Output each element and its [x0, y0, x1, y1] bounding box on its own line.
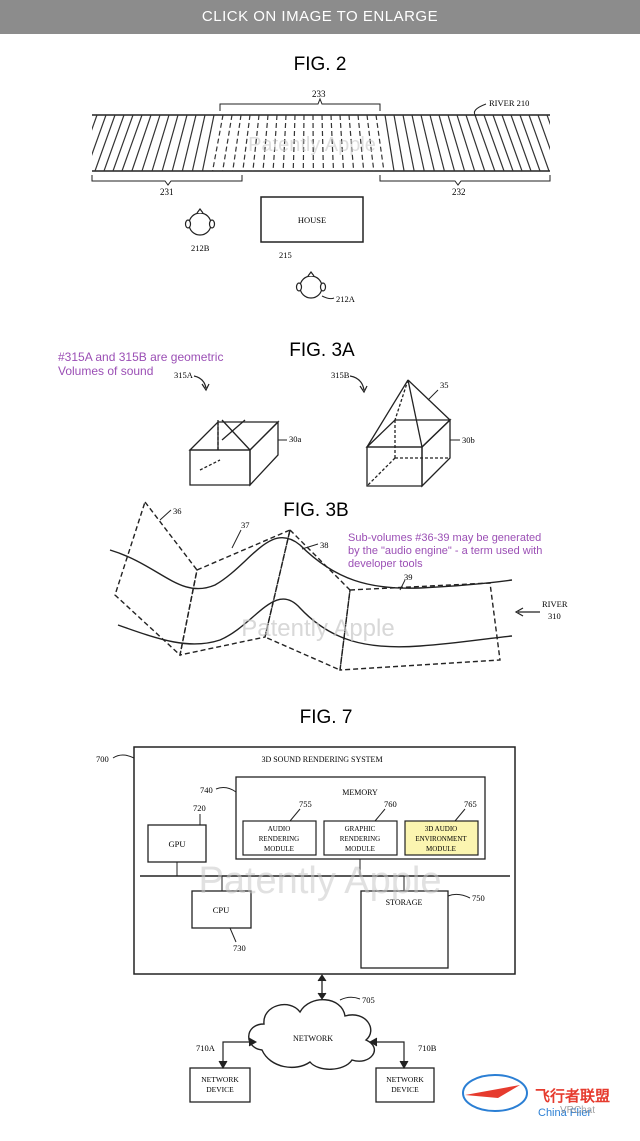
enlarge-text: CLICK ON IMAGE TO ENLARGE [201, 8, 439, 25]
storage-label: STORAGE [386, 898, 423, 907]
click-to-enlarge-bar[interactable]: CLICK ON IMAGE TO ENLARGE [0, 0, 640, 34]
river-310 [109, 537, 513, 648]
house-label: HOUSE [298, 215, 326, 225]
fig3b-title: FIG. 3B [283, 500, 348, 521]
3d-audio-environment-module [404, 820, 479, 856]
module1-line1: AUDIO [268, 825, 291, 833]
device-b-line2: DEVICE [391, 1085, 419, 1094]
ref-30a: 30a [289, 434, 302, 444]
device-a-line1: NETWORK [201, 1075, 239, 1084]
ref-315a: 315A [174, 370, 194, 380]
gpu-label: GPU [168, 839, 185, 849]
fig3a-title: FIG. 3A [289, 340, 355, 361]
brace-233 [219, 97, 381, 111]
module2-line3: MODULE [345, 845, 375, 853]
storage-box [360, 890, 449, 969]
fig3b-note-line1: Sub-volumes #36-39 may be generated [348, 532, 541, 544]
fig7-title: FIG. 7 [300, 707, 353, 728]
ref-231: 231 [160, 187, 174, 197]
watermark-fig7: Patently Apple [199, 860, 442, 902]
device-b-line1: NETWORK [386, 1075, 424, 1084]
ref-700: 700 [96, 754, 109, 764]
module3-line3: MODULE [426, 845, 456, 853]
sound-volume-315b [365, 379, 452, 488]
ref-30b: 30b [462, 435, 475, 445]
ref-215: 215 [279, 250, 292, 260]
watermark-fig3b: Patently Apple [241, 615, 394, 642]
river-210 [92, 114, 550, 172]
river-310-line1: RIVER [542, 599, 568, 609]
patent-figures: FIG. 2 233 231 232 RIVER 210 HOUSE 215 2… [58, 54, 610, 1119]
memory-label: MEMORY [342, 788, 378, 797]
fig3a-note-line2: Volumes of sound [58, 364, 153, 378]
module2-line2: RENDERING [340, 835, 380, 843]
house-box [260, 196, 364, 243]
module2-line1: GRAPHIC [345, 825, 376, 833]
network-cloud-icon [248, 998, 375, 1070]
ref-232: 232 [452, 187, 466, 197]
ref-740: 740 [200, 785, 213, 795]
ref-212b: 212B [191, 243, 210, 253]
fig2-title: FIG. 2 [294, 54, 347, 75]
brace-231 [91, 175, 243, 186]
ref-36: 36 [173, 506, 182, 516]
brace-232 [379, 175, 551, 186]
logo-sub: China Flier [538, 1107, 592, 1119]
device-a-line2: DEVICE [206, 1085, 234, 1094]
ref-750: 750 [472, 893, 485, 903]
module1-line3: MODULE [264, 845, 294, 853]
cpu-box [191, 890, 252, 929]
cpu-label: CPU [213, 905, 230, 915]
ref-705: 705 [362, 995, 375, 1005]
module1-line2: RENDERING [259, 835, 299, 843]
ref-39: 39 [404, 572, 413, 582]
ref-710b: 710B [418, 1043, 437, 1053]
ref-212a: 212A [336, 294, 356, 304]
audio-rendering-module [242, 820, 317, 856]
watermark-fig2: Patently Apple [248, 134, 376, 156]
ref-38: 38 [320, 540, 329, 550]
ref-315b: 315B [331, 370, 350, 380]
river-310-line2: 310 [548, 611, 561, 621]
river-210-label: RIVER 210 [489, 98, 529, 108]
sub-volume-39 [339, 582, 501, 671]
ref-760: 760 [384, 799, 397, 809]
logo-text: 飞行者联盟 [535, 1087, 610, 1105]
network-device-710b [375, 1067, 435, 1103]
fig3b-note-line2: by the "audio engine" - a term used with [348, 545, 542, 557]
ref-233: 233 [312, 89, 326, 99]
listener-212a-icon [295, 271, 327, 299]
system-title: 3D SOUND RENDERING SYSTEM [261, 755, 382, 764]
ref-720: 720 [193, 803, 206, 813]
sub-volume-38 [264, 528, 351, 672]
network-device-710a [189, 1067, 251, 1103]
fig3b-note-line3: developer tools [348, 558, 423, 570]
ref-730: 730 [233, 943, 246, 953]
graphic-rendering-module [323, 820, 398, 856]
ref-710a: 710A [196, 1043, 216, 1053]
fig3a-note-line1: #315A and 315B are geometric [58, 350, 223, 364]
module3-line2: ENVIRONMENT [415, 835, 467, 843]
ref-35: 35 [440, 380, 449, 390]
network-label: NETWORK [293, 1034, 333, 1043]
ref-765: 765 [464, 799, 477, 809]
sub-volume-37 [179, 528, 291, 656]
ref-755: 755 [299, 799, 312, 809]
sound-rendering-system-box [133, 746, 516, 975]
sub-volumes [114, 500, 501, 672]
china-flier-logo: 飞行者联盟 China Flier VRChat [462, 1074, 610, 1119]
ref-37: 37 [241, 520, 250, 530]
sound-volume-315a [188, 419, 280, 487]
module3-line1: 3D AUDIO [425, 825, 457, 833]
listener-212b-icon [184, 208, 216, 236]
logo-handle: VRChat [560, 1105, 595, 1116]
